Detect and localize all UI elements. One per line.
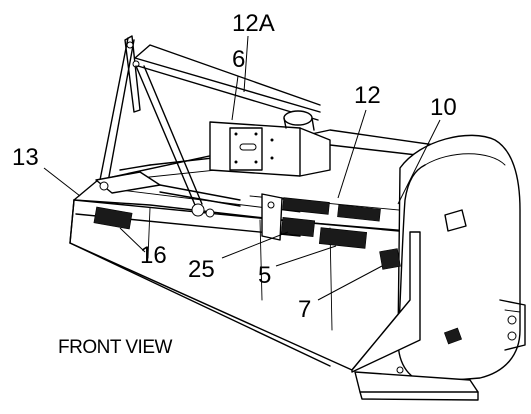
callout-5: 5 [258, 262, 272, 289]
decal-10 [337, 204, 381, 222]
leader-25 [221, 231, 289, 259]
decal-guard [443, 327, 463, 345]
decal-7 [379, 248, 401, 270]
view-caption: FRONT VIEW [58, 337, 172, 358]
leader-7 [317, 265, 383, 301]
decal-5 [318, 227, 368, 249]
leader-10 [397, 119, 441, 205]
hitch-frame [95, 35, 321, 218]
callout-6: 6 [232, 46, 246, 73]
leader-12 [337, 109, 367, 199]
callout-10: 10 [430, 94, 457, 121]
leader-6 [231, 75, 239, 121]
leader-lines [43, 35, 441, 301]
callout-25: 25 [188, 256, 215, 283]
callout-12: 12 [354, 82, 381, 109]
warning-decals [93, 197, 463, 345]
leader-13 [43, 167, 81, 197]
decal-25 [280, 217, 316, 237]
decal-16 [93, 206, 133, 230]
leader-16 [119, 227, 146, 253]
gearbox [209, 110, 331, 177]
callout-12a: 12A [232, 10, 275, 37]
callout-16: 16 [140, 242, 167, 269]
decal-12 [282, 197, 330, 215]
right-fittings [499, 299, 526, 351]
leader-5 [275, 245, 337, 267]
callout-7: 7 [298, 296, 312, 323]
leader-12a [243, 35, 249, 93]
right-skid [354, 366, 479, 401]
callout-13: 13 [12, 144, 39, 171]
